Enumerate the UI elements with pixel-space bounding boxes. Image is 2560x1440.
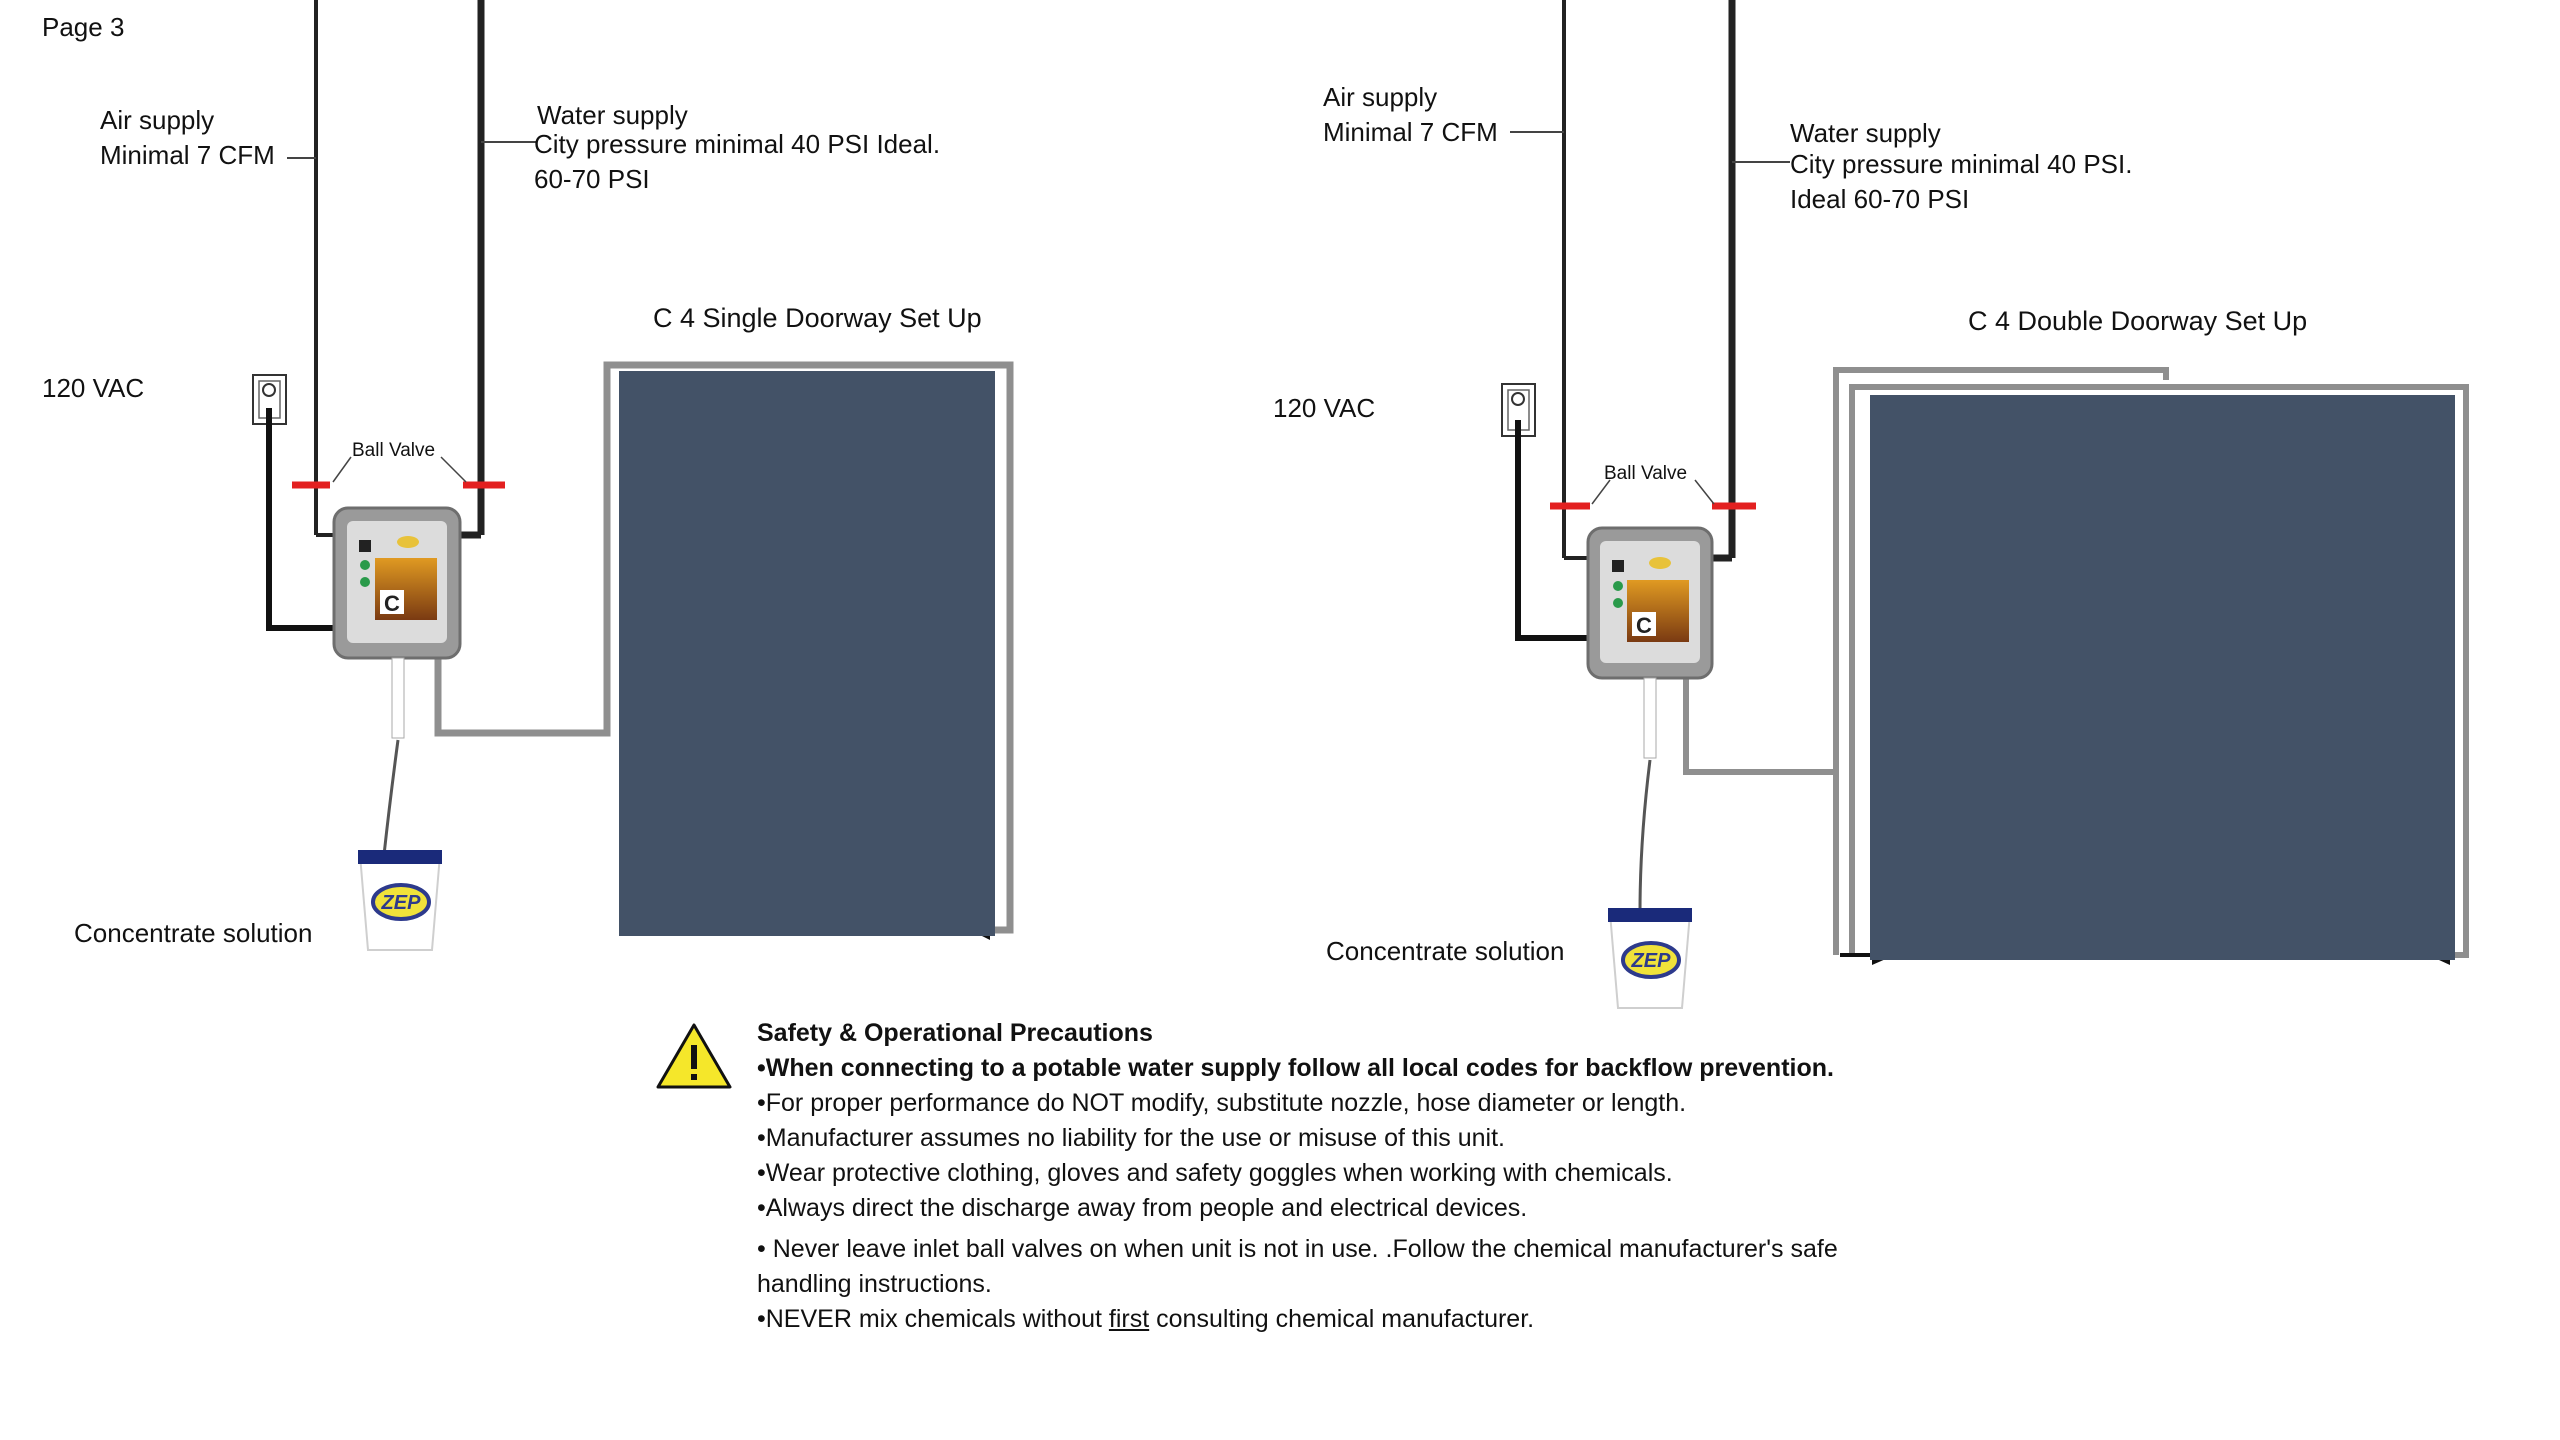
safety-line: handling instructions. [757,1270,992,1298]
setup-title-double: C 4 Double Doorway Set Up [1968,306,2308,336]
ball-valve-label: Ball Valve [352,440,436,461]
frame-hose [1849,384,2469,958]
water-supply-label: Water supply [1790,118,1941,148]
right-setup-graphics: C ZEP [1501,0,2469,1009]
water-supply-label: Water supply [537,100,688,130]
safety-line-post: consulting chemical manufacturer. [1149,1305,1535,1333]
air-supply-spec: Minimal 7 CFM [1323,117,1498,147]
setup-title-single: C 4 Single Doorway Set Up [653,303,982,333]
safety-line: • Never leave inlet ball valves on when … [757,1235,1838,1263]
power-cord [266,408,340,631]
safety-line: •When connecting to a potable water supp… [757,1054,1834,1082]
air-supply-spec: Minimal 7 CFM [100,140,275,170]
left-setup-graphics: C ZEP [252,0,1014,951]
concentrate-tube [1638,759,1652,913]
concentrate-label: Concentrate solution [1326,936,1565,966]
unit-letter: C [1636,613,1652,638]
zep-logo: ZEP [381,892,422,914]
water-supply-ideal: Ideal 60-70 PSI [1790,184,1970,214]
water-supply-spec: City pressure minimal 40 PSI. [1790,149,2133,179]
safety-line: •Manufacturer assumes no liability for t… [757,1124,1505,1152]
warning-icon [656,1023,732,1089]
safety-line: •For proper performance do NOT modify, s… [757,1089,1687,1117]
zep-bucket-icon: ZEP [1608,908,1692,1009]
safety-line: •Always direct the discharge away from p… [757,1194,1528,1222]
zep-bucket-icon: ZEP [358,850,442,951]
concentrate-label: Concentrate solution [74,918,313,948]
air-supply-label: Air supply [100,105,215,135]
unit-letter: C [384,591,400,616]
water-supply-spec: City pressure minimal 40 PSI Ideal. [534,129,941,159]
safety-line: •NEVER mix chemicals without first consu… [757,1302,1838,1337]
safety-line-pre: •NEVER mix chemicals without [757,1305,1109,1333]
door-panel [619,371,995,936]
outlet-icon [1501,383,1536,437]
safety-line-emphasis: first [1108,1305,1150,1333]
wash-unit-icon: C [332,506,462,660]
wash-unit-icon: C [1586,526,1714,680]
power-cord [1515,420,1595,641]
air-supply-label: Air supply [1323,82,1438,112]
frame-hose [434,361,1014,934]
page-label: Page 3 [42,12,125,42]
zep-logo: ZEP [1631,950,1672,972]
power-label: 120 VAC [1273,393,1376,423]
safety-line: •Wear protective clothing, gloves and sa… [757,1159,1673,1187]
water-supply-ideal: 60-70 PSI [534,164,650,194]
safety-precautions: Safety & Operational Precautions •When c… [757,1016,1838,1337]
concentrate-tube [382,739,400,856]
ball-valve-label: Ball Valve [1604,463,1688,484]
door-panel [1870,395,2455,960]
power-label: 120 VAC [42,373,145,403]
safety-heading: Safety & Operational Precautions [757,1019,1153,1047]
